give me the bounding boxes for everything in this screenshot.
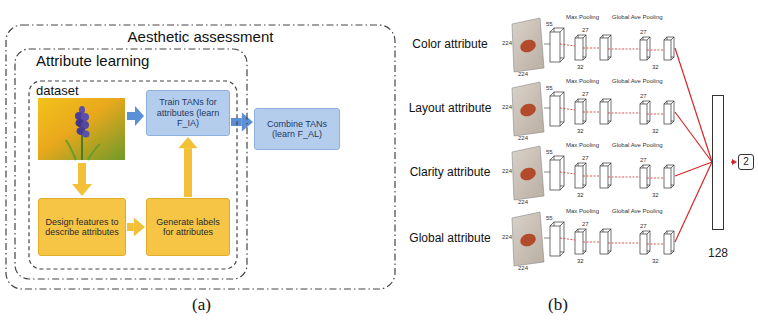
attribute-label: Layout attribute bbox=[400, 102, 500, 115]
layer-annotation: Max Pooling bbox=[566, 78, 599, 85]
layer-annotation: 32 bbox=[652, 64, 659, 71]
yellow-arrow bbox=[72, 163, 92, 196]
group-region: Attribute learning datasetTrain TANs for … bbox=[14, 48, 248, 280]
outer-region: Aesthetic assessmentAttribute learning da… bbox=[5, 24, 396, 290]
layer-annotation: Global Ave Pooling bbox=[612, 78, 663, 85]
layer-annotation: 224 bbox=[502, 168, 512, 175]
panel-label: (b) bbox=[548, 296, 568, 315]
layer-annotation: Max Pooling bbox=[566, 14, 599, 21]
vector-bar bbox=[712, 95, 724, 230]
process-box: Generate labels for attributes bbox=[146, 198, 230, 256]
layer-annotation: 224 bbox=[502, 104, 512, 111]
layer-annotation: 224 bbox=[518, 265, 528, 272]
layer-annotation: Max Pooling bbox=[566, 208, 599, 215]
flow-arrow bbox=[178, 137, 197, 197]
blue-arrow bbox=[127, 106, 144, 126]
merge-line bbox=[675, 48, 712, 162]
box-text: 2 bbox=[743, 156, 749, 168]
layer-annotation: 55 bbox=[546, 21, 553, 28]
merge-line bbox=[675, 112, 712, 162]
output-vector: 2 bbox=[738, 154, 754, 170]
cnn-sketch bbox=[512, 18, 712, 162]
layer-annotation: 32 bbox=[652, 128, 659, 135]
layer-annotation: Global Ave Pooling bbox=[612, 142, 663, 149]
group-title: Attribute learning bbox=[36, 52, 149, 69]
layer-annotation: 32 bbox=[577, 192, 584, 199]
layer-annotation: 27 bbox=[582, 91, 589, 98]
layer-annotation: 27 bbox=[640, 157, 647, 164]
dimension-label: 128 bbox=[696, 247, 740, 261]
panel-label: (a) bbox=[192, 296, 211, 315]
layer-annotation: 27 bbox=[582, 27, 589, 34]
box-text: Combine TANs (learn F_AL) bbox=[259, 119, 335, 140]
flow-arrow bbox=[231, 112, 253, 131]
layer-annotation: 32 bbox=[577, 128, 584, 135]
layer-annotation: Global Ave Pooling bbox=[612, 14, 663, 21]
flow-arrow bbox=[127, 217, 145, 236]
dataset-region: datasetTrain TANs for attributes (learn … bbox=[28, 80, 238, 270]
layer-annotation: 27 bbox=[640, 223, 647, 230]
process-box: Train TANs for attributes (learn F_IA) bbox=[146, 90, 230, 136]
flow-arrow bbox=[731, 159, 737, 165]
cnn-sketch bbox=[512, 82, 712, 162]
merge-line bbox=[675, 162, 712, 242]
layer-annotation: 224 bbox=[518, 199, 528, 206]
layer-annotation: 55 bbox=[546, 85, 553, 92]
process-box: Design features to describe attributes bbox=[38, 198, 126, 256]
attribute-label: Global attribute bbox=[400, 232, 500, 245]
attribute-label: Clarity attribute bbox=[400, 166, 500, 179]
layer-annotation: Global Ave Pooling bbox=[612, 208, 663, 215]
box-text: Design features to describe attributes bbox=[43, 217, 121, 238]
layer-annotation: 27 bbox=[582, 155, 589, 162]
box-text: Train TANs for attributes (learn F_IA) bbox=[151, 97, 225, 128]
layer-annotation: 55 bbox=[546, 215, 553, 222]
layer-annotation: 32 bbox=[577, 64, 584, 71]
attribute-label: Color attribute bbox=[400, 38, 500, 51]
layer-annotation: 224 bbox=[502, 40, 512, 47]
layer-annotation: Max Pooling bbox=[566, 142, 599, 149]
layer-annotation: 224 bbox=[502, 234, 512, 241]
layer-annotation: 32 bbox=[652, 192, 659, 199]
flower-photo bbox=[38, 98, 125, 160]
group-title: dataset bbox=[36, 84, 79, 99]
layer-annotation: 224 bbox=[518, 135, 528, 142]
layer-annotation: 27 bbox=[640, 93, 647, 100]
layer-annotation: 27 bbox=[582, 221, 589, 228]
process-box: Combine TANs (learn F_AL) bbox=[254, 108, 340, 150]
layer-annotation: 224 bbox=[518, 71, 528, 78]
group-title: Aesthetic assessment bbox=[5, 28, 396, 45]
layer-annotation: 55 bbox=[546, 149, 553, 156]
box-text: Generate labels for attributes bbox=[151, 217, 225, 238]
cnn-sketch bbox=[512, 162, 712, 266]
cnn-sketch bbox=[512, 146, 712, 200]
feature-vector: 128 bbox=[706, 95, 730, 267]
layer-annotation: 32 bbox=[577, 258, 584, 265]
layer-annotation: 32 bbox=[652, 258, 659, 265]
layer-annotation: 27 bbox=[640, 29, 647, 36]
